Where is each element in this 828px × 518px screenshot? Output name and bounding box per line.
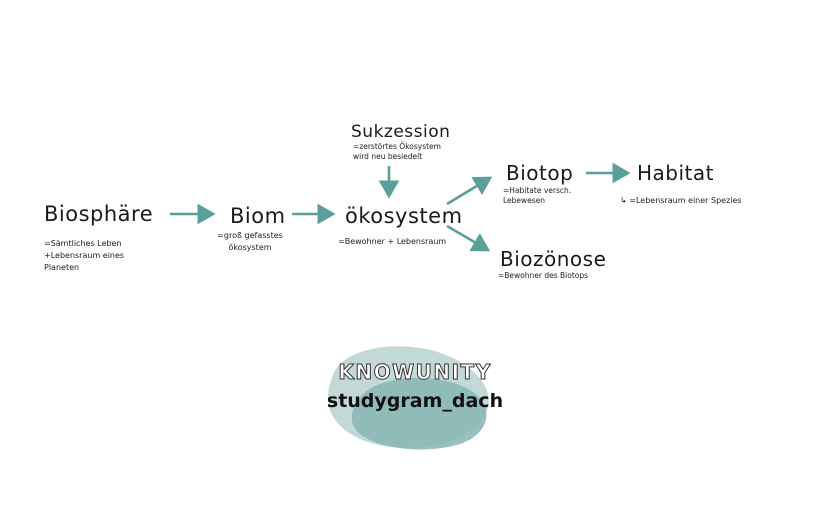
node-habitat-definition: ↳ =Lebensraum einer Spezies — [620, 195, 742, 207]
node-biosphaere-definition: =Sämtliches Leben +Lebensraum eines Plan… — [44, 238, 124, 274]
definition-line: =groß gefasstes — [217, 231, 283, 240]
arrow-oekosystem-to-biozoenose — [446, 224, 491, 252]
node-sukzession-definition: =zerstörtes Ökosystem wird neu besiedelt — [353, 142, 441, 162]
logo-blob-shapes — [327, 346, 489, 450]
node-oekosystem-definition: =Bewohner + Lebensraum — [338, 236, 446, 248]
definition-line: =Sämtliches Leben — [44, 239, 122, 248]
logo-handle-text: studygram_dach — [326, 390, 504, 412]
node-biozoenose-label: Biozönose — [500, 247, 607, 271]
logo-brand-text: KNOWUNITY — [338, 360, 492, 385]
definition-line: Planeten — [44, 263, 80, 272]
arrow-oekosystem-to-biotop — [446, 176, 493, 206]
definition-line: =zerstörtes Ökosystem — [353, 142, 441, 151]
node-habitat-label: Habitat — [637, 161, 714, 185]
definition-line: wird neu besiedelt — [353, 152, 423, 161]
definition-line: ↳ =Lebensraum einer Spezies — [620, 196, 742, 205]
definition-line: =Bewohner des Biotops — [498, 271, 589, 280]
node-oekosystem-label: ökosystem — [345, 204, 463, 228]
node-biom-label: Biom — [230, 204, 286, 228]
node-biotop-definition: =Habitate versch. Lebewesen — [503, 186, 571, 206]
definition-line: ökosystem — [228, 243, 272, 252]
knowunity-logo: KNOWUNITY studygram_dach — [320, 338, 510, 458]
logo-blob-dark — [351, 378, 487, 450]
node-biom-definition: =groß gefasstes ökosystem — [212, 230, 288, 254]
node-biotop-label: Biotop — [506, 161, 574, 185]
node-biosphaere-label: Biosphäre — [44, 202, 154, 226]
node-sukzession-label: Sukzession — [351, 122, 451, 142]
definition-line: Lebewesen — [503, 196, 546, 205]
definition-line: =Bewohner + Lebensraum — [338, 237, 447, 246]
definition-line: =Habitate versch. — [503, 186, 572, 195]
definition-line: +Lebensraum eines — [44, 251, 125, 260]
node-biozoenose-definition: =Bewohner des Biotops — [498, 270, 588, 282]
